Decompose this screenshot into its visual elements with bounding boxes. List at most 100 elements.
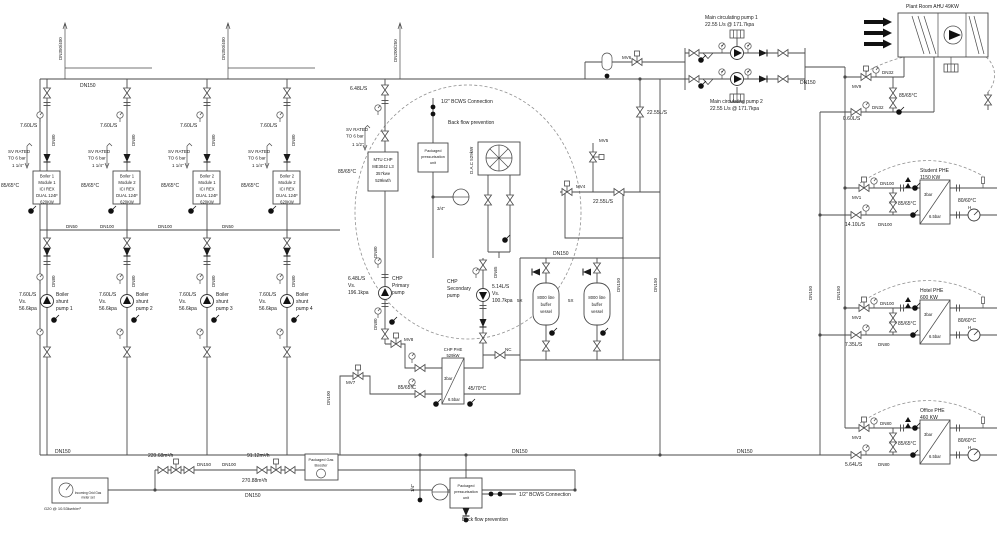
schematic-label: Boiler 1 <box>40 174 55 179</box>
schematic-label: 1/4" <box>410 484 415 492</box>
schematic-label: DUAL 124F <box>276 193 298 198</box>
schematic-label: 56.6kpa <box>19 306 37 312</box>
schematic-label: Vs. <box>99 299 106 305</box>
schematic-label: DN150 <box>737 449 753 455</box>
schematic-label: SV RATED <box>8 149 31 154</box>
schematic-label: DN150 <box>800 80 816 86</box>
schematic-label: DUAL 124F <box>196 193 218 198</box>
schematic-label: DN150 <box>836 285 841 300</box>
schematic-label: 85/65°C <box>898 321 917 327</box>
schematic-label: 6.48L/S <box>348 276 366 282</box>
schematic-label: Main circulating pump 1 <box>705 15 758 21</box>
schematic-label: TO 6 bar <box>8 156 26 161</box>
schematic-label: DN150 <box>553 251 569 257</box>
pressurisation-unit-bottom <box>449 477 483 509</box>
schematic-label: DN80 <box>878 342 890 347</box>
schematic-label: 85/65°C <box>1 183 20 189</box>
schematic-label: 85/65°C <box>898 201 917 207</box>
schematic-label: P <box>747 71 749 75</box>
schematic-label: Plant Room AHU 49KW <box>906 4 959 10</box>
schematic-label: Boiler <box>56 292 69 298</box>
schematic-label: P <box>721 71 723 75</box>
schematic-label: 1 1/4" <box>252 163 264 168</box>
schematic-label: Vs. <box>259 299 266 305</box>
schematic-label: 620KW <box>120 200 134 205</box>
schematic-label: DN80 <box>211 275 216 287</box>
schematic-label: DN32 <box>882 70 894 75</box>
schematic-label: 7.60L/S <box>179 292 197 298</box>
schematic-label: pump <box>447 293 460 299</box>
schematic-label: 620KW <box>280 200 294 205</box>
schematic-label: DN80 <box>878 462 890 467</box>
schematic-label: ICI REX <box>199 187 214 192</box>
schematic-label: ME3042 L3 <box>372 164 394 169</box>
schematic-label: MV7 <box>346 380 356 385</box>
schematic-label: G20 @ 10.53kwh/m³ <box>44 506 81 511</box>
schematic-label: Incoming Grid Gas <box>75 491 102 495</box>
schematic-label: 7.60L/S <box>180 123 198 129</box>
schematic-label: 7.60L/S <box>19 292 37 298</box>
schematic-label: 529kwth <box>375 178 391 183</box>
schematic-label: Student PHE <box>920 168 950 174</box>
schematic-label: Vs. <box>19 299 26 305</box>
schematic-label: CHP <box>447 279 458 285</box>
schematic-label: CHP <box>392 276 403 282</box>
schematic-label: pump 2 <box>136 306 153 312</box>
schematic-label: DN350/400 <box>221 37 226 60</box>
schematic-label: DN100 <box>878 222 893 227</box>
schematic-label: pump 1 <box>56 306 73 312</box>
schematic-label: MV5 <box>599 138 609 143</box>
schematic-label: Back flow prevention <box>462 517 508 523</box>
schematic-label: TO 6 bar <box>248 156 266 161</box>
schematic-label: 1 1/2" <box>352 142 364 147</box>
schematic-label: shunt <box>56 299 69 305</box>
schematic-label: 80/60°C <box>958 318 977 324</box>
symbols-layer <box>27 29 992 523</box>
buffer-vessel-1 <box>532 282 560 326</box>
schematic-label: 239.68m³/h <box>148 453 174 459</box>
gas-booster <box>304 453 339 481</box>
air-separator <box>601 52 613 71</box>
schematic-label: MV2 <box>852 315 862 320</box>
schematic-label: 91.12m³/h <box>247 453 270 459</box>
schematic-label: 22.55L/S <box>647 110 668 116</box>
schematic-label: Module 1 <box>198 180 216 185</box>
schematic-label: MTU CHP <box>373 157 392 162</box>
schematic-label: 56.6kpa <box>259 306 277 312</box>
schematic-label: TO 6 bar <box>346 134 364 139</box>
schematic-label: Vs. <box>348 283 355 289</box>
schematic-label: DN350/400 <box>58 37 63 60</box>
schematic-label: DN80 <box>373 318 378 330</box>
schematic-label: 7.60L/S <box>259 292 277 298</box>
schematic-label: Boiler 2 <box>200 174 215 179</box>
schematic-label: 6.5bar <box>929 334 941 339</box>
schematic-label: 56.6kpa <box>179 306 197 312</box>
schematic-label: DN150 <box>55 449 71 455</box>
equipment-layer <box>32 12 989 509</box>
schematic-label: DUAL 124F <box>116 193 138 198</box>
schematic-label: 80/60°C <box>958 438 977 444</box>
schematic-label: buffer <box>592 302 603 307</box>
schematic-label: 85/65°C <box>81 183 100 189</box>
schematic-label: 1 1/4" <box>12 163 24 168</box>
schematic-label: 22.55 L/s @ 171.7kpa <box>705 22 754 28</box>
schematic-label: unit <box>463 496 470 500</box>
schematic-label: ICI REX <box>119 187 134 192</box>
schematic-label: 22.55 L/s @ 171.7kpa <box>710 106 759 112</box>
schematic-label: 80/60°C <box>958 198 977 204</box>
schematic-label: 357kwe <box>376 171 391 176</box>
ahu <box>864 12 989 64</box>
schematic-label: 5.14L/S <box>492 284 510 290</box>
schematic-label: DN150 <box>653 277 658 292</box>
schematic-label: 1 1/4" <box>172 163 184 168</box>
schematic-label: CHP PHE <box>444 347 463 352</box>
chp-phe <box>441 357 465 405</box>
schematic-label: DN80 <box>291 134 296 146</box>
hotel-phe <box>919 299 951 345</box>
dry-air-cooler <box>477 141 521 176</box>
schematic-label: MV6 <box>622 55 632 60</box>
schematic-label: 1/2" BCWS Connection <box>519 492 571 498</box>
schematic-label: ICI REX <box>279 187 294 192</box>
schematic-label: ICI REX <box>39 187 54 192</box>
